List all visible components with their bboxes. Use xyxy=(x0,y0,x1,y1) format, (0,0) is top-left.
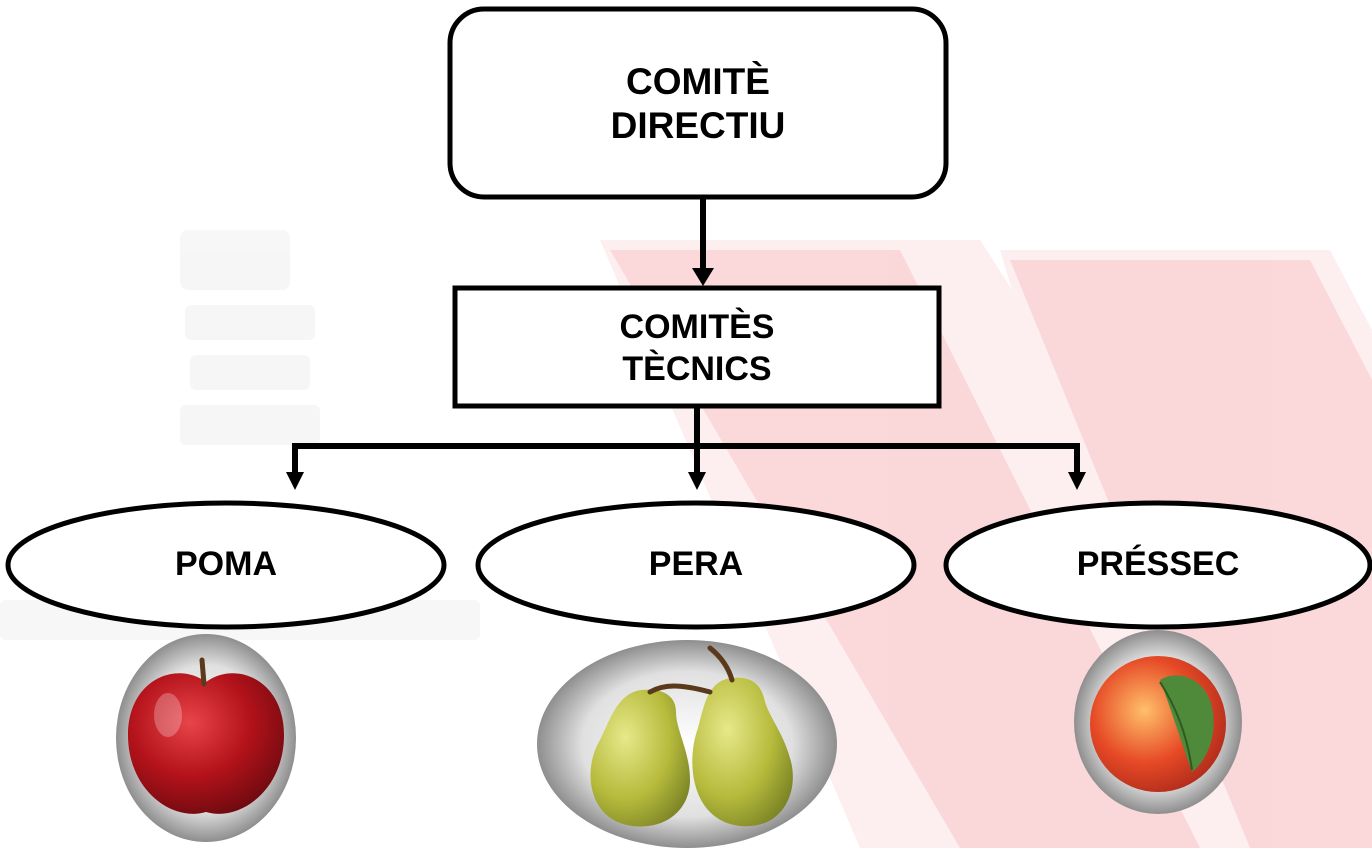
apple-icon xyxy=(116,634,296,842)
comites-tecnics-line2: TÈCNICS xyxy=(622,350,772,388)
arrowhead-pressec xyxy=(1068,472,1086,490)
arrowhead-pera xyxy=(688,472,706,490)
comite-directiu-line1: COMITÈ xyxy=(626,61,770,102)
comite-directiu-box xyxy=(447,6,949,200)
comites-tecnics-box xyxy=(452,285,942,409)
pressec-ellipse xyxy=(943,500,1372,630)
pressec-label: PRÉSSEC xyxy=(1076,545,1240,583)
comite-directiu-line2: DIRECTIU xyxy=(610,105,786,146)
comites-tecnics-label: COMITÈS TÈCNICS xyxy=(455,306,939,390)
pera-label: PERA xyxy=(648,545,744,583)
peach-icon xyxy=(1074,630,1242,814)
connector-tecnics-fruits xyxy=(286,406,1086,490)
connector-directiu-tecnics xyxy=(692,197,714,286)
pear-icon xyxy=(537,640,837,848)
arrowhead-poma xyxy=(286,472,304,490)
poma-ellipse xyxy=(5,500,447,630)
poma-label: POMA xyxy=(175,545,277,583)
comite-directiu-label: COMITÈ DIRECTIU xyxy=(450,60,946,148)
pera-ellipse xyxy=(475,500,917,630)
comites-tecnics-line1: COMITÈS xyxy=(619,308,775,346)
